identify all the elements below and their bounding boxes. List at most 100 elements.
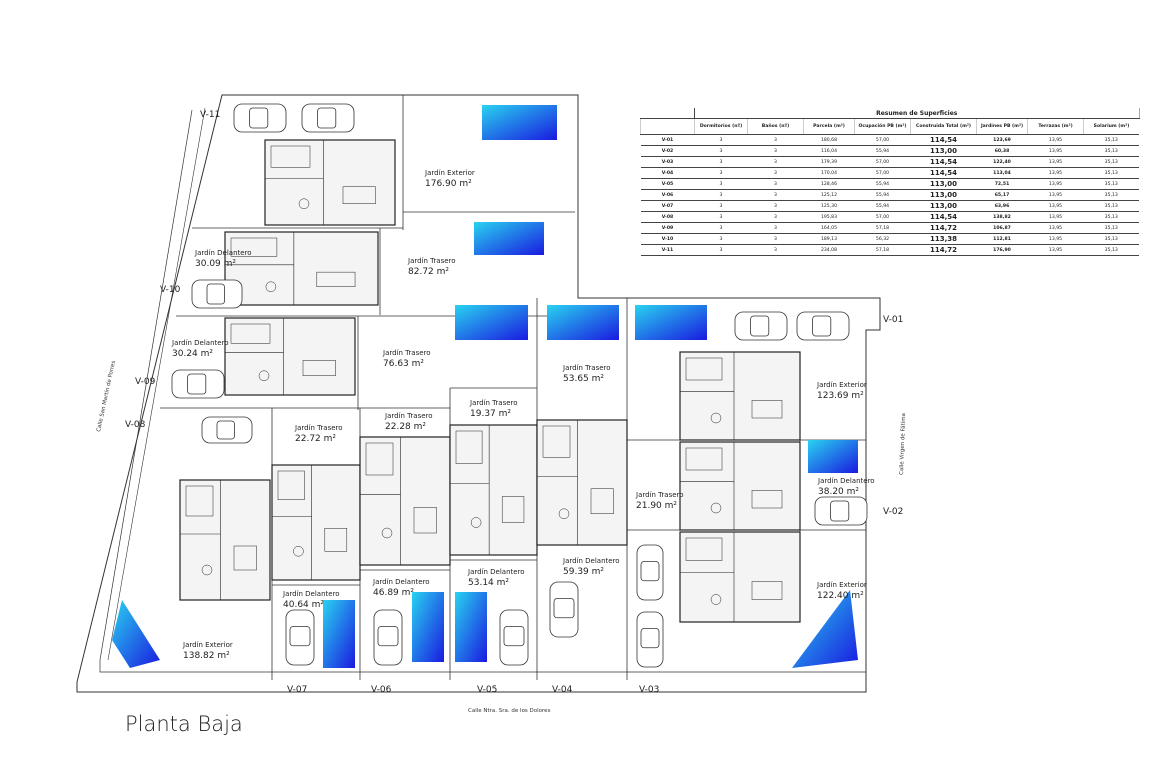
value-cell: 63,96 <box>976 200 1028 212</box>
garden-area: 82.72 m² <box>408 267 449 277</box>
value-cell: 189,13 <box>803 233 855 245</box>
car-icon <box>796 311 850 341</box>
unit-cell: V-02 <box>640 145 695 157</box>
pool <box>792 590 858 668</box>
garden-area: 38.20 m² <box>818 487 859 497</box>
value-cell: 195,83 <box>803 211 855 223</box>
column-header: Ocupación PB (m²) <box>854 118 911 135</box>
garden-area: 53.65 m² <box>563 374 604 384</box>
unit-label: V-07 <box>287 685 307 695</box>
value-cell: 55,94 <box>854 189 911 201</box>
value-cell: 13,95 <box>1027 134 1084 146</box>
value-cell: 112,81 <box>976 233 1028 245</box>
value-cell: 57,00 <box>854 211 911 223</box>
value-cell: 13,95 <box>1027 167 1084 179</box>
unit-label: V-11 <box>200 110 220 120</box>
value-cell: 123,69 <box>976 134 1028 146</box>
garden-area: 123.69 m² <box>817 391 864 401</box>
garden-area: 53.14 m² <box>468 578 509 588</box>
value-cell: 13,95 <box>1027 233 1084 245</box>
value-cell: 55,94 <box>854 178 911 190</box>
value-cell: 55,94 <box>854 145 911 157</box>
pool <box>635 305 707 340</box>
pool <box>547 305 619 340</box>
street-west: Calle San Martín de Porres <box>95 360 117 432</box>
garden-area: 176.90 m² <box>425 179 472 189</box>
garden-name: Jardín Trasero <box>382 349 431 357</box>
garden-name: Jardín Delantero <box>467 568 525 576</box>
street-south: Calle Ntra. Sra. de los Dolores <box>468 708 551 714</box>
value-cell: 55,94 <box>854 200 911 212</box>
value-cell: 114,72 <box>910 222 977 234</box>
car-icon <box>499 609 529 666</box>
value-cell: 114,54 <box>910 211 977 223</box>
value-cell: 3 <box>747 200 804 212</box>
value-cell: 180,68 <box>803 134 855 146</box>
value-cell: 60,38 <box>976 145 1028 157</box>
value-cell: 13,95 <box>1027 189 1084 201</box>
pool <box>455 592 487 662</box>
value-cell: 3 <box>694 189 748 201</box>
garden-name: Jardín Exterior <box>816 381 867 389</box>
value-cell: 13,95 <box>1027 145 1084 157</box>
garden-name: Jardín Exterior <box>424 169 475 177</box>
unit-cell: V-03 <box>640 156 695 168</box>
value-cell: 114,54 <box>910 134 977 146</box>
value-cell: 138,82 <box>976 211 1028 223</box>
garden-name: Jardín Trasero <box>635 491 684 499</box>
garden-area: 138.82 m² <box>183 651 230 661</box>
unit-label: V-08 <box>125 420 146 430</box>
value-cell: 3 <box>747 145 804 157</box>
house-floorplan <box>536 419 628 546</box>
value-cell: 113,04 <box>976 167 1028 179</box>
garden-area: 122.40 m² <box>817 591 864 601</box>
value-cell: 35,13 <box>1083 222 1139 234</box>
value-cell: 114,54 <box>910 156 977 168</box>
garden-name: Jardín Trasero <box>407 257 456 265</box>
garden-area: 19.37 m² <box>470 409 511 419</box>
unit-label: V-05 <box>477 685 497 695</box>
value-cell: 106,87 <box>976 222 1028 234</box>
summary-table: Resumen de Superficies Dormitorios (nº)B… <box>640 108 1140 256</box>
value-cell: 57,00 <box>854 167 911 179</box>
pool <box>412 592 444 662</box>
garden-area: 76.63 m² <box>383 359 424 369</box>
unit-cell: V-04 <box>640 167 695 179</box>
house-floorplan <box>224 231 379 306</box>
unit-label: V-02 <box>883 507 903 517</box>
house-floorplan <box>264 139 396 226</box>
value-cell: 35,13 <box>1083 189 1139 201</box>
garden-area: 30.24 m² <box>172 349 213 359</box>
car-icon <box>171 369 225 399</box>
column-header: Dormitorios (nº) <box>694 118 748 135</box>
value-cell: 35,13 <box>1083 244 1139 256</box>
value-cell: 113,00 <box>910 189 977 201</box>
garden-area: 30.09 m² <box>195 259 236 269</box>
value-cell: 125,30 <box>803 200 855 212</box>
corner-cell <box>640 108 695 119</box>
house-floorplan <box>359 436 451 566</box>
garden-name: Jardín Delantero <box>372 578 430 586</box>
value-cell: 35,13 <box>1083 145 1139 157</box>
value-cell: 113,38 <box>910 233 977 245</box>
unit-label: V-01 <box>883 315 903 325</box>
value-cell: 3 <box>694 222 748 234</box>
value-cell: 57,18 <box>854 244 911 256</box>
unit-cell: V-06 <box>640 189 695 201</box>
pool <box>112 600 160 668</box>
value-cell: 72,51 <box>976 178 1028 190</box>
value-cell: 3 <box>694 200 748 212</box>
pool <box>323 600 355 668</box>
value-cell: 3 <box>747 222 804 234</box>
value-cell: 65,17 <box>976 189 1028 201</box>
value-cell: 122,40 <box>976 156 1028 168</box>
car-icon <box>191 279 243 309</box>
house-floorplan <box>449 424 538 556</box>
value-cell: 13,95 <box>1027 222 1084 234</box>
